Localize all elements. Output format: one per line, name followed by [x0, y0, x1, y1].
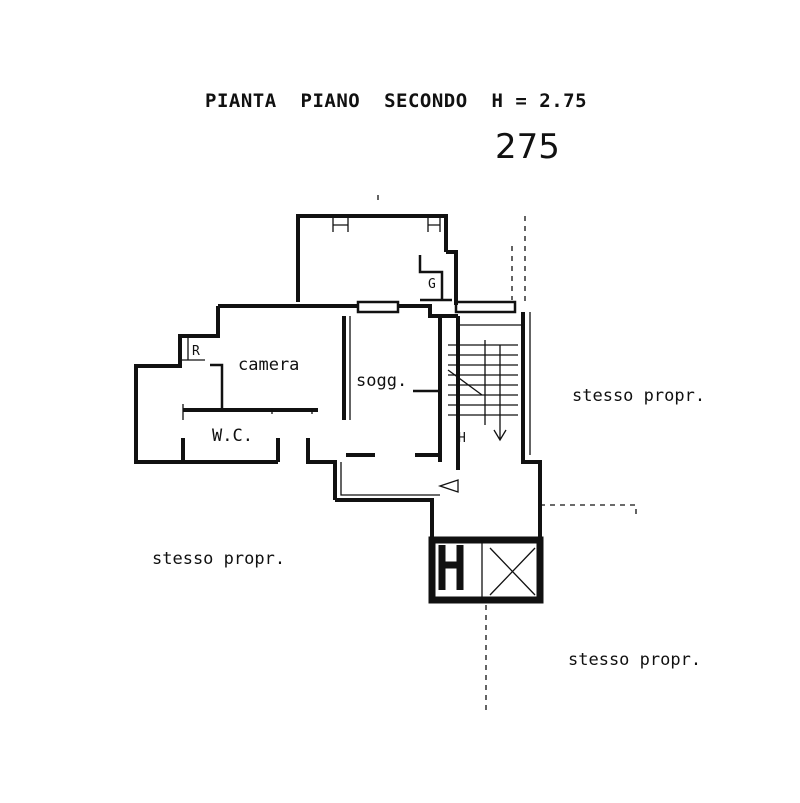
plan-title: PIANTA PIANO SECONDO H = 2.75: [205, 90, 587, 112]
room-label-wc: W.C.: [212, 426, 253, 446]
room-label-camera: camera: [238, 355, 299, 375]
neighbour-label-southeast: stesso propr.: [568, 650, 701, 670]
refrigerator-symbol: R: [192, 344, 200, 359]
gas-symbol: G: [428, 277, 436, 292]
neighbour-label-southwest: stesso propr.: [152, 549, 285, 569]
stair-marker: H: [458, 431, 466, 446]
room-label-soggiorno: sogg.: [356, 371, 407, 391]
handwritten-number: 275: [495, 127, 560, 167]
walls: [134, 195, 637, 715]
neighbour-label-east: stesso propr.: [572, 386, 705, 406]
